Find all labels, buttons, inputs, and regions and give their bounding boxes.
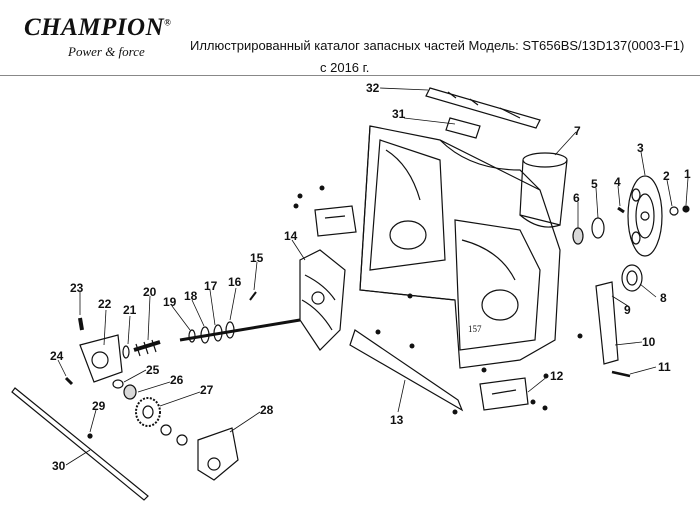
callout-5: 5	[591, 177, 598, 191]
callout-21: 21	[123, 303, 137, 317]
callout-1: 1	[684, 167, 691, 181]
brand-name: CHAMPION®	[24, 14, 172, 41]
callout-10: 10	[642, 335, 656, 349]
callout-22: 22	[98, 297, 112, 311]
callout-11: 11	[658, 360, 671, 374]
part-8-roller	[621, 264, 643, 292]
callout-23: 23	[70, 281, 84, 295]
part-29-rivet	[87, 433, 93, 439]
callout-29: 29	[92, 399, 106, 413]
callout-8: 8	[660, 291, 667, 305]
housing-stamp: 157	[468, 324, 482, 334]
part-30-blade	[11, 387, 149, 501]
callout-27: 27	[200, 383, 214, 397]
callout-31: 31	[392, 107, 406, 121]
part-27-worm-gear	[135, 397, 161, 427]
fasteners	[293, 185, 583, 415]
callout-16: 16	[228, 275, 242, 289]
part-12-skid-shoes	[314, 205, 529, 411]
part-22-gearbox-half	[79, 334, 123, 383]
part-23-fitting	[78, 317, 84, 331]
callout-18: 18	[184, 289, 198, 303]
callout-4: 4	[614, 175, 621, 189]
callout-26: 26	[170, 373, 184, 387]
part-25-washer	[112, 379, 124, 389]
auger-shaft-assembly	[122, 291, 301, 359]
callout-2: 2	[663, 169, 670, 183]
callout-12: 12	[550, 369, 564, 383]
part-13-scraper-bar	[349, 329, 464, 412]
auger-housing	[359, 125, 561, 369]
callout-24: 24	[50, 349, 64, 363]
callout-14: 14	[284, 229, 298, 243]
part-31-bracket	[445, 117, 481, 139]
callout-13: 13	[390, 413, 404, 427]
callout-3: 3	[637, 141, 644, 155]
header-divider	[0, 75, 700, 76]
part-9-10-bracket	[595, 281, 619, 365]
catalog-year: с 2016 г.	[320, 60, 370, 75]
exploded-parts-diagram: 157 1 2 3 4 5 6 7 8 9 10 11 12 13 14 15 …	[11, 81, 691, 501]
callout-17: 17	[204, 279, 218, 293]
part-32-shaft	[425, 87, 541, 129]
part-26-bushing	[123, 384, 137, 400]
callout-7: 7	[574, 124, 581, 138]
part-24-bolt	[64, 376, 74, 386]
part-14-auger	[299, 249, 346, 351]
callout-28: 28	[260, 403, 274, 417]
part-7-chute	[519, 152, 568, 228]
callout-15: 15	[250, 251, 264, 265]
part-11-bolt	[611, 370, 631, 378]
part-28-gearbox-cover	[197, 427, 239, 481]
callout-19: 19	[163, 295, 177, 309]
callout-labels: 1 2 3 4 5 6 7 8 9 10 11 12 13 14 15 16 1…	[50, 81, 691, 473]
callout-32: 32	[366, 81, 380, 95]
callout-30: 30	[52, 459, 66, 473]
brand-tagline: Power & force	[68, 44, 145, 59]
callout-25: 25	[146, 363, 160, 377]
catalog-title: Иллюстрированный каталог запасных частей…	[190, 38, 685, 53]
leader-lines	[57, 87, 689, 466]
callout-9: 9	[624, 303, 631, 317]
callout-6: 6	[573, 191, 580, 205]
champion-logo: CHAMPION® Power & force	[10, 8, 171, 59]
callout-20: 20	[143, 285, 157, 299]
